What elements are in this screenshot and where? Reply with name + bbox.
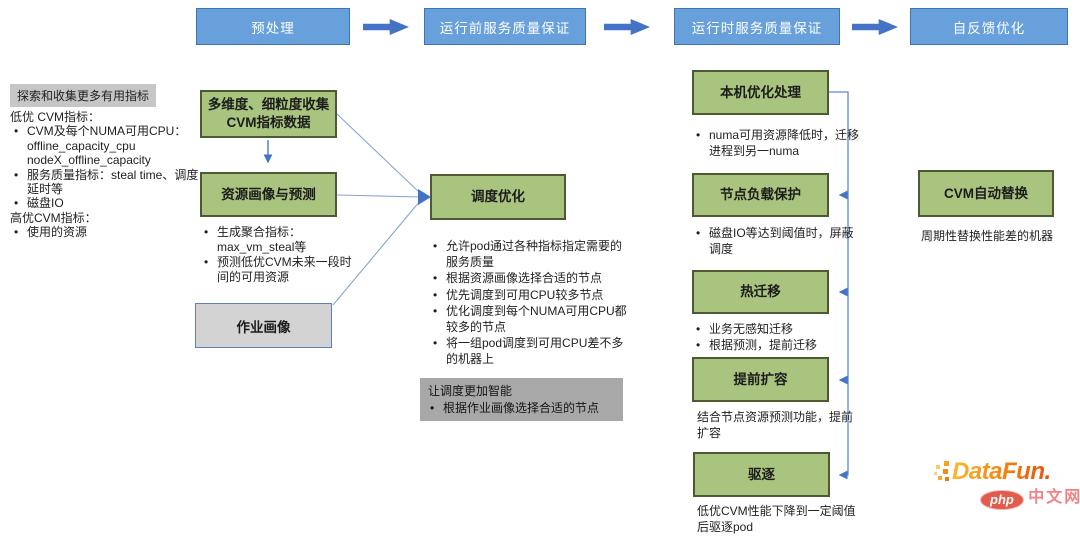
live-migration-box: 热迁移 bbox=[692, 270, 829, 314]
stage-prerun-qos: 运行前服务质量保证 bbox=[424, 8, 586, 45]
node-load-protect-bullets: 磁盘IO等达到阈值时，屏蔽调度 bbox=[694, 225, 862, 257]
scale-ahead-box: 提前扩容 bbox=[692, 357, 829, 402]
flow-arrow-icon bbox=[363, 19, 409, 35]
metrics-line: 低优 CVM指标： bbox=[10, 110, 101, 124]
eviction-note: 低优CVM性能下降到一定阈值后驱逐pod bbox=[697, 504, 856, 535]
bullet-item: 根据资源画像选择合适的节点 bbox=[431, 270, 631, 286]
metrics-panel: 低优 CVM指标： CVM及每个NUMA可用CPU： offline_capac… bbox=[10, 110, 206, 240]
logo-dots-icon bbox=[934, 461, 949, 481]
smart-scheduling-note-title: 让调度更加智能 bbox=[428, 384, 513, 398]
collect-metrics-box: 多维度、细粒度收集CVM指标数据 bbox=[200, 90, 337, 138]
resource-profile-box: 资源画像与预测 bbox=[200, 172, 337, 217]
bullet-item: 预测低优CVM未来一段时间的可用资源 bbox=[202, 255, 354, 285]
local-opt-bullets: numa可用资源降低时，迁移进程到另一numa bbox=[694, 127, 862, 159]
metrics-line: 使用的资源 bbox=[10, 225, 206, 240]
flow-arrow-icon bbox=[852, 19, 898, 35]
live-migration-bullets: 业务无感知迁移根据预测，提前迁移 bbox=[694, 321, 862, 354]
logo-brand-text: DataFun. bbox=[952, 458, 1051, 485]
bullet-item: 磁盘IO等达到阈值时，屏蔽调度 bbox=[694, 225, 862, 257]
cvm-auto-replace-note: 周期性替换性能差的机器 bbox=[920, 229, 1053, 243]
bullet-item: 优先调度到可用CPU较多节点 bbox=[431, 287, 631, 303]
cvm-auto-replace-box: CVM自动替换 bbox=[918, 170, 1054, 217]
bullet-item: 优化调度到每个NUMA可用CPU都较多的节点 bbox=[431, 303, 631, 335]
metrics-line: offline_capacity_cpu bbox=[27, 138, 136, 153]
stage-runtime-qos: 运行时服务质量保证 bbox=[674, 8, 840, 45]
metrics-line: 磁盘IO bbox=[10, 196, 206, 211]
php-badge: php bbox=[980, 490, 1024, 510]
bullet-item: 根据预测，提前迁移 bbox=[694, 337, 862, 353]
bullet-item: numa可用资源降低时，迁移进程到另一numa bbox=[694, 127, 862, 159]
metrics-line: nodeX_offline_capacity bbox=[27, 153, 151, 168]
bullet-item: 根据作业画像选择合适的节点 bbox=[428, 400, 615, 416]
metrics-line: 高优CVM指标： bbox=[10, 210, 97, 225]
metrics-line: CVM及每个NUMA可用CPU： bbox=[10, 124, 206, 139]
smart-scheduling-note: 让调度更加智能 根据作业画像选择合适的节点 bbox=[420, 378, 623, 422]
metrics-panel-header: 探索和收集更多有用指标 bbox=[10, 84, 157, 107]
local-opt-box: 本机优化处理 bbox=[692, 70, 829, 115]
scheduling-bullets: 允许pod通过各种指标指定需要的服务质量根据资源画像选择合适的节点优先调度到可用… bbox=[431, 238, 631, 368]
datafun-logo: DataFun. php 中文网 bbox=[932, 458, 1080, 510]
bullet-item: 将一组pod调度到可用CPU差不多的机器上 bbox=[431, 335, 631, 367]
bullet-item: 允许pod通过各种指标指定需要的服务质量 bbox=[431, 238, 631, 270]
stage-preprocess: 预处理 bbox=[196, 8, 350, 45]
resource-profile-bullets: 生成聚合指标：max_vm_steal等预测低优CVM未来一段时间的可用资源 bbox=[202, 225, 354, 285]
stage-self-feedback: 自反馈优化 bbox=[910, 8, 1068, 45]
metrics-line: 服务质量指标：steal time、调度延时等 bbox=[10, 168, 206, 197]
scale-ahead-note: 结合节点资源预测功能，提前扩容 bbox=[697, 410, 854, 441]
bullet-item: 业务无感知迁移 bbox=[694, 321, 862, 337]
bullet-item: 生成聚合指标：max_vm_steal等 bbox=[202, 225, 354, 255]
smart-scheduling-note-bullets: 根据作业画像选择合适的节点 bbox=[428, 400, 615, 416]
flow-arrow-icon bbox=[604, 19, 650, 35]
node-load-protect-box: 节点负载保护 bbox=[692, 173, 829, 217]
eviction-box: 驱逐 bbox=[693, 452, 830, 497]
logo-site-text: 中文网 bbox=[1028, 489, 1080, 506]
job-profile-box: 作业画像 bbox=[195, 303, 332, 348]
scheduling-opt-box: 调度优化 bbox=[430, 174, 566, 220]
